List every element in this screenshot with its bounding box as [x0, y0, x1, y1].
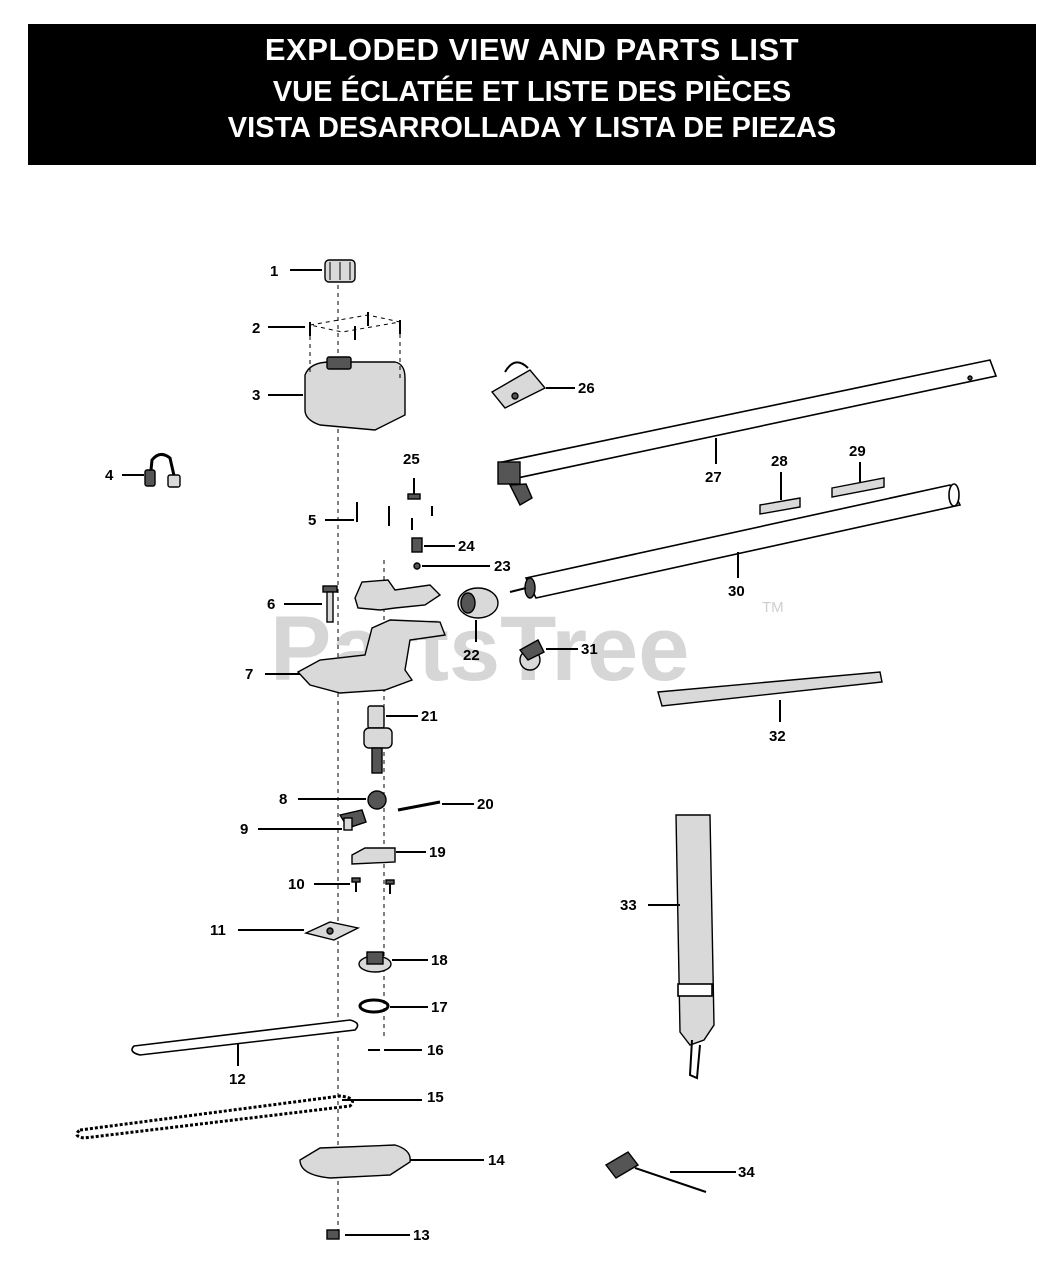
callout-26: 26 — [578, 380, 595, 397]
watermark-tm: TM — [762, 599, 784, 616]
part-9-lever[interactable] — [338, 809, 367, 831]
part-33-shoulder-strap[interactable] — [675, 814, 715, 1080]
part-15-saw-chain[interactable] — [75, 1094, 354, 1140]
part-26-clamp[interactable] — [490, 361, 547, 409]
title-english: EXPLODED VIEW AND PARTS LIST — [264, 32, 800, 67]
callout-17: 17 — [431, 999, 448, 1016]
header-banner: EXPLODED VIEW AND PARTS LIST VUE ÉCLATÉE… — [28, 24, 1036, 165]
title-french: VUE ÉCLATÉE ET LISTE DES PIÈCES — [272, 76, 792, 108]
callout-8: 8 — [279, 791, 287, 808]
callout-4: 4 — [105, 467, 114, 484]
callout-34: 34 — [738, 1164, 755, 1181]
callout-28: 28 — [771, 453, 788, 470]
callout-22: 22 — [463, 647, 480, 664]
callout-7: 7 — [245, 666, 253, 683]
part-32-sheath[interactable] — [657, 671, 883, 707]
part-2-screws[interactable] — [309, 312, 401, 340]
callout-24: 24 — [458, 538, 475, 555]
part-17-ring[interactable] — [358, 998, 390, 1014]
callout-27: 27 — [705, 469, 722, 486]
callout-16: 16 — [427, 1042, 444, 1059]
part-8-spring[interactable] — [367, 790, 387, 810]
callout-21: 21 — [421, 708, 438, 725]
callout-31: 31 — [581, 641, 598, 658]
callout-1: 1 — [270, 263, 278, 280]
title-spanish: VISTA DESARROLLADA Y LISTA DE PIEZAS — [227, 112, 837, 144]
callout-6: 6 — [267, 596, 275, 613]
part-19-bracket[interactable] — [351, 847, 396, 865]
callout-30: 30 — [728, 583, 745, 600]
part-11-plate[interactable] — [303, 921, 361, 941]
part-34-wrench[interactable] — [604, 1151, 707, 1193]
part-20-pin[interactable] — [397, 800, 441, 812]
part-13-nut[interactable] — [326, 1229, 340, 1240]
part-3-oil-tank[interactable] — [304, 334, 406, 431]
callout-2: 2 — [252, 320, 260, 337]
part-30-inner-tube[interactable] — [509, 483, 962, 599]
callout-13: 13 — [413, 1227, 430, 1244]
part-18-sprocket[interactable] — [358, 951, 392, 973]
part-25-pin[interactable] — [407, 478, 421, 500]
part-7-gear-housing[interactable] — [296, 619, 446, 694]
part-1-oil-cap[interactable] — [324, 259, 356, 283]
callout-18: 18 — [431, 952, 448, 969]
callout-14: 14 — [488, 1152, 505, 1169]
part-14-bar-cover[interactable] — [299, 1144, 411, 1179]
callout-10: 10 — [288, 876, 305, 893]
callout-5: 5 — [308, 512, 316, 529]
callout-19: 19 — [429, 844, 446, 861]
part-6-screw[interactable] — [322, 585, 338, 623]
callout-20: 20 — [477, 796, 494, 813]
callout-25: 25 — [403, 451, 420, 468]
callout-32: 32 — [769, 728, 786, 745]
part-12-guide-bar[interactable] — [131, 1019, 359, 1056]
part-27-outer-tube[interactable] — [497, 359, 998, 506]
part-28-label[interactable] — [759, 497, 801, 515]
callout-15: 15 — [427, 1089, 444, 1106]
callout-9: 9 — [240, 821, 248, 838]
callout-11: 11 — [210, 922, 226, 939]
part-31-knob[interactable] — [518, 639, 545, 671]
callout-12: 12 — [229, 1071, 246, 1088]
gear-housing-upper[interactable] — [354, 579, 442, 611]
part-10-screws[interactable] — [351, 877, 395, 894]
part-22-spool[interactable] — [457, 587, 499, 619]
part-23-washer[interactable] — [413, 562, 421, 570]
callout-3: 3 — [252, 387, 260, 404]
part-24-bolt[interactable] — [411, 537, 423, 553]
callout-33: 33 — [620, 897, 637, 914]
callout-29: 29 — [849, 443, 866, 460]
part-4-hook[interactable] — [144, 453, 181, 488]
part-21-drive-shaft[interactable] — [363, 705, 393, 774]
part-29-label[interactable] — [831, 477, 885, 498]
callout-23: 23 — [494, 558, 511, 575]
part-5-screws[interactable] — [356, 502, 433, 530]
